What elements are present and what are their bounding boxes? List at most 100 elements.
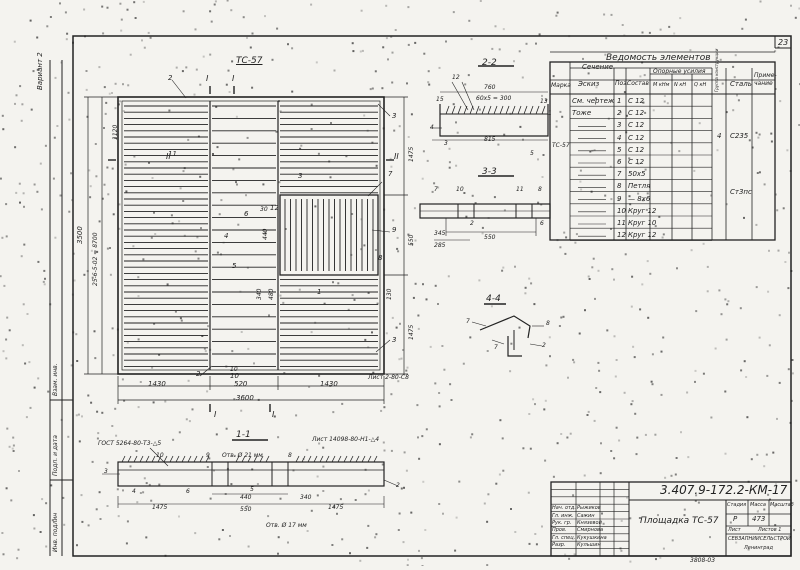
section-2-2-c-13: 13: [540, 98, 548, 105]
scan-speckle: [651, 381, 652, 382]
scan-speckle: [303, 459, 304, 460]
scan-speckle: [615, 376, 616, 377]
section-1-1-note-bottom: Отв. Ø 17 мм: [266, 522, 307, 529]
scan-speckle: [422, 436, 423, 437]
scan-speckle: [691, 250, 692, 251]
scan-speckle: [311, 510, 312, 511]
scan-speckle: [588, 276, 589, 277]
scan-speckle: [153, 402, 154, 403]
scan-speckle: [227, 468, 228, 469]
scan-speckle: [470, 337, 471, 338]
scan-speckle: [71, 173, 72, 174]
scan-speckle: [422, 178, 423, 179]
tb-person-name: Князевой: [577, 520, 602, 526]
tb-person-role: Пров.: [552, 527, 567, 533]
section-1-1-dim-3: 1475: [328, 504, 343, 511]
section-tooth: [332, 456, 335, 462]
scan-speckle: [576, 234, 577, 235]
row-pos: 4: [617, 134, 621, 142]
scan-speckle: [229, 92, 230, 93]
scan-speckle: [33, 71, 34, 72]
scan-speckle: [292, 91, 293, 92]
scan-speckle: [771, 133, 772, 134]
plan-mark-6: I: [272, 410, 274, 419]
section-tooth: [200, 456, 203, 462]
scan-speckle: [569, 558, 570, 559]
scan-speckle: [544, 409, 545, 410]
scan-speckle: [333, 412, 334, 413]
scan-speckle: [173, 439, 174, 440]
scan-speckle: [279, 101, 280, 102]
row-composition: 50х5: [628, 170, 646, 178]
scan-speckle: [403, 542, 404, 543]
row-composition: Круг 12: [628, 231, 656, 239]
scan-speckle: [324, 303, 325, 304]
tb-stage-header: Стадия: [727, 502, 746, 508]
scan-speckle: [637, 437, 638, 438]
scan-speckle: [557, 443, 558, 444]
scan-speckle: [640, 76, 641, 77]
scan-speckle: [503, 267, 504, 268]
scan-speckle: [423, 151, 424, 152]
row-composition: Круг 12: [628, 207, 656, 215]
scan-speckle: [231, 10, 232, 11]
scan-speckle: [785, 262, 786, 263]
scan-speckle: [88, 395, 89, 396]
scan-speckle: [214, 470, 215, 471]
section-tooth: [452, 106, 455, 114]
scan-speckle: [742, 28, 743, 29]
scan-speckle: [406, 470, 407, 471]
th-note: Приме-чание: [754, 72, 774, 88]
scan-speckle: [196, 69, 197, 70]
scan-speckle: [192, 409, 193, 410]
scan-speckle: [687, 392, 688, 393]
scan-speckle: [588, 73, 589, 74]
scan-speckle: [596, 388, 597, 389]
scan-speckle: [143, 1, 144, 2]
scan-speckle: [60, 195, 61, 196]
th-q1: М кНм: [653, 82, 669, 88]
section-4-4: [472, 304, 544, 356]
scan-speckle: [439, 406, 440, 407]
scan-speckle: [428, 82, 429, 83]
scan-speckle: [128, 85, 129, 86]
scan-speckle: [671, 142, 672, 143]
section-tooth: [524, 106, 527, 114]
scan-speckle: [342, 403, 343, 404]
scan-speckle: [484, 503, 485, 504]
scan-speckle: [384, 450, 385, 451]
scan-speckle: [694, 170, 695, 171]
scan-speckle: [2, 533, 3, 534]
scan-speckle: [127, 342, 128, 343]
scan-speckle: [149, 484, 150, 485]
section-2-2-dim-1: 760: [484, 84, 495, 91]
scan-speckle: [6, 236, 7, 237]
scan-speckle: [790, 422, 791, 423]
scan-speckle: [230, 536, 231, 537]
scan-speckle: [367, 547, 368, 548]
scan-speckle: [99, 492, 100, 493]
scan-speckle: [73, 42, 74, 43]
scan-speckle: [274, 416, 275, 417]
scan-speckle: [649, 32, 650, 33]
scan-speckle: [496, 483, 497, 484]
section-1-1-c-10: 10: [156, 452, 164, 459]
scan-speckle: [652, 384, 653, 385]
scan-speckle: [531, 283, 532, 284]
scan-speckle: [383, 47, 384, 48]
scan-speckle: [151, 237, 152, 238]
scan-speckle: [368, 292, 369, 293]
scan-speckle: [138, 407, 139, 408]
scan-speckle: [727, 304, 728, 305]
scan-speckle: [213, 154, 214, 155]
scan-speckle: [498, 144, 499, 145]
scan-speckle: [557, 12, 558, 13]
section-2-2-dim-2: 60х5 = 300: [476, 95, 511, 102]
scan-speckle: [364, 245, 365, 246]
plan-callout-3c: 3: [298, 172, 302, 180]
scan-speckle: [610, 166, 611, 167]
scan-speckle: [553, 76, 554, 77]
scan-speckle: [534, 304, 535, 305]
plan-mark-1: I: [206, 74, 208, 83]
scan-speckle: [55, 77, 56, 78]
